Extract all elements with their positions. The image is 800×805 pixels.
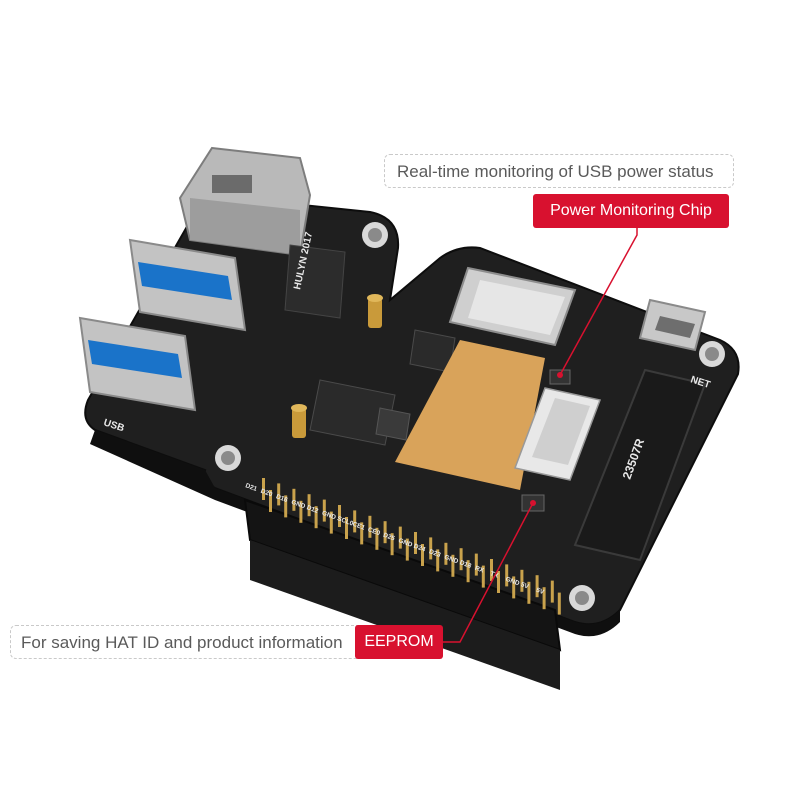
gpio-pin-label: D24 <box>413 543 427 554</box>
usb-power-callout-text: Real-time monitoring of USB power status <box>397 161 714 181</box>
sim-card-slot <box>448 266 577 347</box>
gpio-pin <box>277 483 281 506</box>
gpio-pin-label: GND <box>443 554 459 566</box>
gpio-pin <box>345 517 348 539</box>
gpio-pin <box>550 580 554 603</box>
gpio-pin-label: GND <box>290 499 306 511</box>
gpio-pin <box>557 592 561 615</box>
gpio-pin <box>284 495 288 518</box>
gpio-pin <box>535 575 539 598</box>
gpio-pin <box>451 554 455 577</box>
main-ic-chips <box>309 329 456 446</box>
gpio-pin <box>269 490 272 512</box>
usb-power-callout: Real-time monitoring of USB power status <box>384 154 734 188</box>
gpio-pin <box>398 526 402 549</box>
pcb-board <box>84 193 740 637</box>
gpio-pin <box>505 564 509 587</box>
gpio-pin <box>405 538 409 561</box>
fpc-connector <box>513 387 602 481</box>
gpio-pin <box>353 510 357 533</box>
gpio-pin <box>542 587 546 610</box>
gpio-header <box>243 478 562 690</box>
gpio-pin <box>429 537 433 560</box>
ethernet-jack <box>178 146 312 257</box>
gpio-pin-label: D16 <box>275 493 289 504</box>
gpio-pin <box>421 544 424 566</box>
gpio-pin-label: D18 <box>459 559 473 570</box>
gpio-pin-label: D23 <box>428 548 442 559</box>
gpio-pin-label: 5V <box>535 587 545 597</box>
gpio-pin <box>307 494 311 517</box>
rj45-transformer-chip: HULYN 2017 <box>284 231 346 319</box>
gpio-pin <box>497 571 500 593</box>
gpio-pin-label: GND <box>321 510 337 522</box>
power-monitoring-chip-tag: Power Monitoring Chip <box>533 194 729 228</box>
mounting-holes <box>215 222 725 611</box>
gpio-pin <box>459 548 463 571</box>
gpio-pin <box>466 560 470 583</box>
gpio-pin-label: D20 <box>260 488 274 499</box>
gpio-pin-label: CE0 <box>367 526 382 537</box>
gpio-pin <box>414 532 417 554</box>
gpio-pin <box>292 488 296 511</box>
gpio-pin-label: D12 <box>306 504 320 515</box>
gpio-pin <box>474 553 478 576</box>
gpio-pin <box>512 576 516 599</box>
eeprom-tag: EEPROM <box>355 625 443 659</box>
gpio-pin <box>490 559 493 581</box>
callout-leader-lines <box>443 228 638 643</box>
gpio-pin-label: D21 <box>244 482 258 493</box>
gpio-pin <box>262 478 265 500</box>
brass-standoffs <box>291 294 383 438</box>
m2-slot: 23507R <box>573 368 707 562</box>
gpio-pin-label: 5V <box>520 581 530 591</box>
gpio-pin-label: GND <box>504 576 520 588</box>
gpio-pin-label: D25 <box>382 532 396 543</box>
gpio-pin <box>360 522 364 545</box>
gpio-pin <box>390 533 394 556</box>
gpio-pin <box>338 505 341 527</box>
usb-ports <box>78 238 247 412</box>
gpio-pin <box>368 515 372 538</box>
usb-c-port <box>638 298 707 352</box>
gpio-pin <box>383 521 387 544</box>
gpio-pin <box>520 569 524 592</box>
gpio-pin <box>299 500 303 523</box>
gpio-pin <box>322 499 326 522</box>
gpio-pin <box>375 527 379 550</box>
gpio-pin <box>527 581 531 604</box>
gpio-pin <box>436 549 440 572</box>
eeprom-callout-text: For saving HAT ID and product informatio… <box>21 632 343 652</box>
gpio-pin <box>444 542 448 565</box>
gpio-pin <box>314 506 318 529</box>
gold-pad <box>395 340 545 490</box>
gpio-pin <box>481 565 485 588</box>
gpio-pin-label: CE1 <box>351 521 366 532</box>
gpio-pin <box>329 511 333 534</box>
gpio-pin-label: RX <box>474 565 486 575</box>
gpio-pin-label: GND <box>397 537 413 549</box>
